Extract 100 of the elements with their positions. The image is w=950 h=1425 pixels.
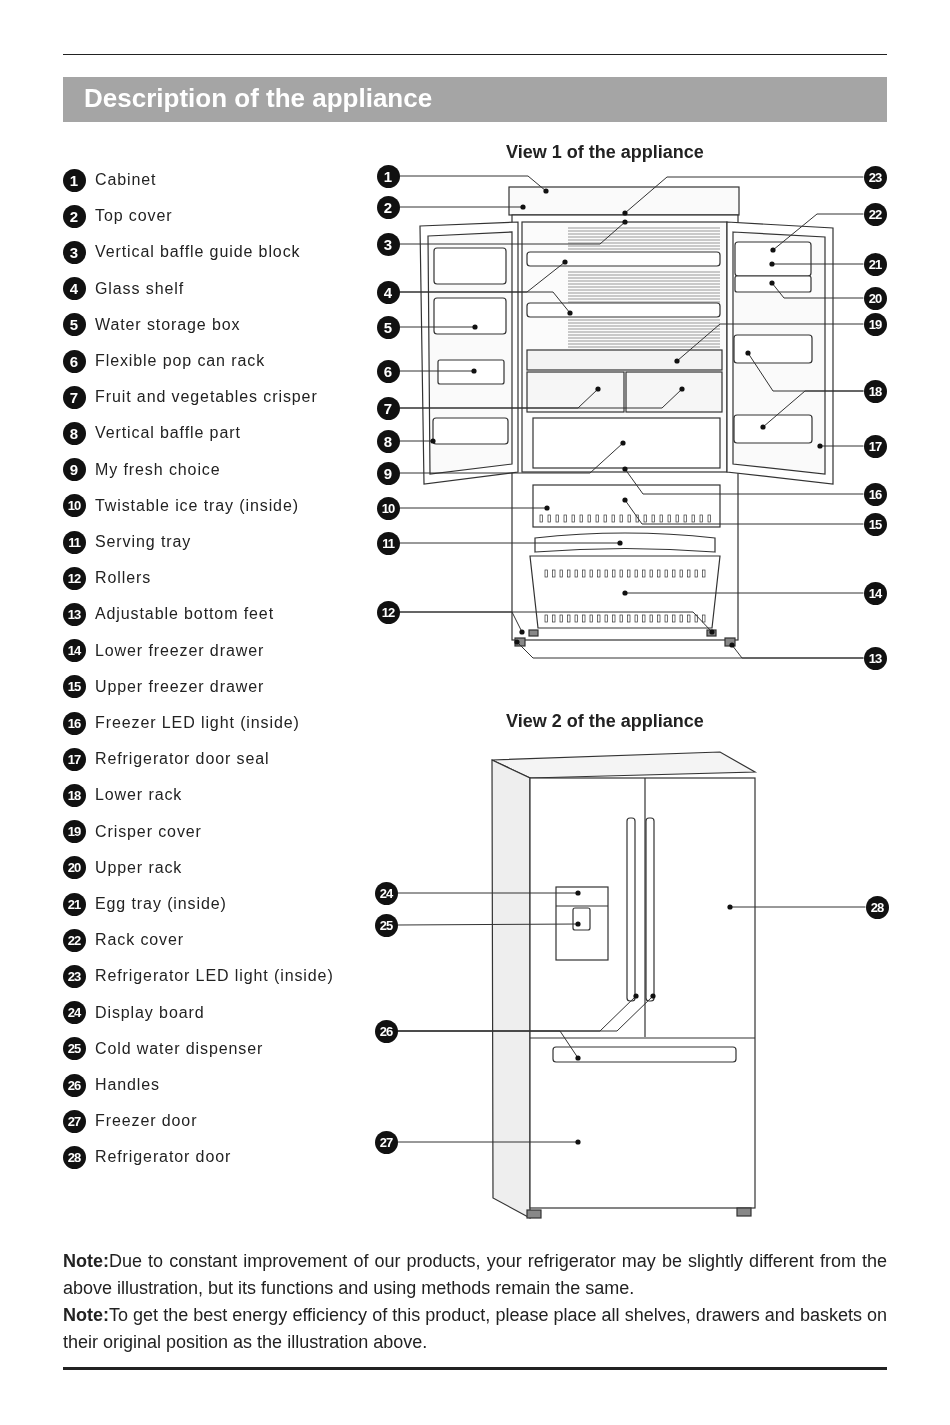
- title: Description of the appliance: [84, 83, 433, 113]
- callout-number: 19: [62, 820, 86, 844]
- leader-line: [769, 261, 864, 267]
- part-name: Rack cover: [95, 930, 185, 951]
- callout-number: 3: [376, 232, 400, 256]
- callout-number: 20: [62, 856, 86, 880]
- leader-line: [770, 213, 864, 253]
- part-name: Fruit and vegetables crisper: [95, 387, 318, 408]
- callout-number: 6: [376, 359, 400, 383]
- leader-line: [622, 176, 864, 216]
- callout-number: 16: [62, 711, 86, 735]
- callout-number: 22: [863, 202, 887, 226]
- callout-number: 18: [863, 379, 887, 403]
- part-name: Cabinet: [95, 170, 157, 190]
- leader-line: [399, 368, 477, 374]
- leader-line: [622, 590, 864, 596]
- part-name: Lower rack: [95, 785, 183, 806]
- callout-number: 27: [62, 1109, 86, 1133]
- callout-number: 28: [62, 1145, 86, 1169]
- part-name: Adjustable bottom feet: [95, 604, 274, 625]
- part-name: Cold water dispenser: [95, 1038, 264, 1059]
- callout-number: 11: [62, 530, 86, 554]
- part-name: My fresh choice: [95, 459, 221, 480]
- leader-line: [399, 175, 549, 194]
- callout-number: 14: [62, 639, 86, 663]
- part-name: Freezer LED light (inside): [95, 713, 300, 733]
- part-name: Refrigerator door: [95, 1147, 232, 1168]
- callout-number: 3: [62, 240, 86, 264]
- callout-number: 24: [374, 881, 398, 905]
- callout-number: 5: [62, 313, 86, 337]
- part-name: Handles: [95, 1075, 160, 1095]
- part-name: Egg tray (inside): [95, 894, 227, 914]
- callout-number: 7: [62, 385, 86, 409]
- leader-line: [397, 921, 581, 927]
- part-name: Display board: [95, 1002, 205, 1023]
- part-name: Vertical baffle guide block: [95, 242, 301, 263]
- callout-number: 10: [62, 494, 86, 518]
- callout-number: 9: [376, 461, 400, 485]
- callout-number: 18: [62, 783, 86, 807]
- callout-number: 2: [376, 195, 400, 219]
- callout-number: 6: [62, 349, 86, 373]
- part-name: Glass shelf: [95, 278, 185, 299]
- part-name: Flexible pop can rack: [95, 351, 266, 371]
- callout-number: 16: [863, 482, 887, 506]
- callout-number: 4: [376, 280, 400, 304]
- callout-number: 7: [376, 396, 400, 420]
- callout-number: 14: [863, 581, 887, 605]
- note-text: Note:Due to constant improvement of our products, your refrigerator may be slightly different from the above illustration, but its functions and using methods remain the same.: [63, 1250, 887, 1300]
- callout-number: 25: [374, 913, 398, 937]
- callout-number: 10: [376, 496, 400, 520]
- callout-number: 5: [376, 315, 400, 339]
- view-heading: View 2 of the appliance: [506, 711, 704, 732]
- part-name: Serving tray: [95, 532, 192, 552]
- part-name: Top cover: [95, 206, 173, 227]
- callout-number: 19: [863, 312, 887, 336]
- callout-number: 12: [62, 566, 86, 590]
- part-name: Vertical baffle part: [95, 423, 241, 444]
- callout-number: 9: [62, 458, 86, 482]
- leader-line: [399, 204, 526, 210]
- callout-number: 26: [374, 1019, 398, 1043]
- callout-number: 23: [863, 165, 887, 189]
- callout-number: 23: [62, 964, 86, 988]
- part-name: Refrigerator door seal: [95, 749, 270, 770]
- leader-line: [399, 440, 626, 474]
- leader-line: [674, 323, 864, 364]
- leader-line: [729, 642, 864, 659]
- callout-number: 21: [863, 252, 887, 276]
- callout-number: 12: [376, 600, 400, 624]
- leader-line: [399, 505, 550, 511]
- part-name: Twistable ice tray (inside): [95, 495, 299, 516]
- callout-number: 17: [62, 747, 86, 771]
- callout-number: 20: [863, 286, 887, 310]
- leader-line: [769, 280, 864, 299]
- callout-number: 26: [62, 1073, 86, 1097]
- callout-number: 2: [62, 204, 86, 228]
- part-name: Water storage box: [95, 314, 241, 335]
- callout-number: 8: [62, 421, 86, 445]
- leader-line: [817, 443, 864, 449]
- callout-number: 27: [374, 1130, 398, 1154]
- callout-number: 13: [863, 646, 887, 670]
- part-name: Refrigerator LED light (inside): [95, 966, 334, 987]
- note-text: Note:To get the best energy efficiency of this product, please place all shelves, drawers and baskets on their original position as the illustration above.: [63, 1304, 887, 1354]
- callout-number: 1: [62, 168, 86, 192]
- callout-number: 25: [62, 1037, 86, 1061]
- leader-line: [399, 324, 478, 330]
- callout-number: 1: [376, 164, 400, 188]
- view-heading: View 1 of the appliance: [506, 142, 704, 163]
- callout-number: 15: [863, 512, 887, 536]
- callout-number: 21: [62, 892, 86, 916]
- leader-line: [399, 219, 628, 245]
- part-name: Upper rack: [95, 857, 183, 878]
- leader-line: [399, 438, 436, 444]
- callout-number: 22: [62, 928, 86, 952]
- leader-line: [397, 1139, 581, 1145]
- leader-line: [727, 904, 866, 910]
- callout-number: 8: [376, 429, 400, 453]
- part-name: Freezer door: [95, 1111, 198, 1132]
- callout-number: 4: [62, 277, 86, 301]
- callout-number: 15: [62, 675, 86, 699]
- part-name: Lower freezer drawer: [95, 640, 265, 661]
